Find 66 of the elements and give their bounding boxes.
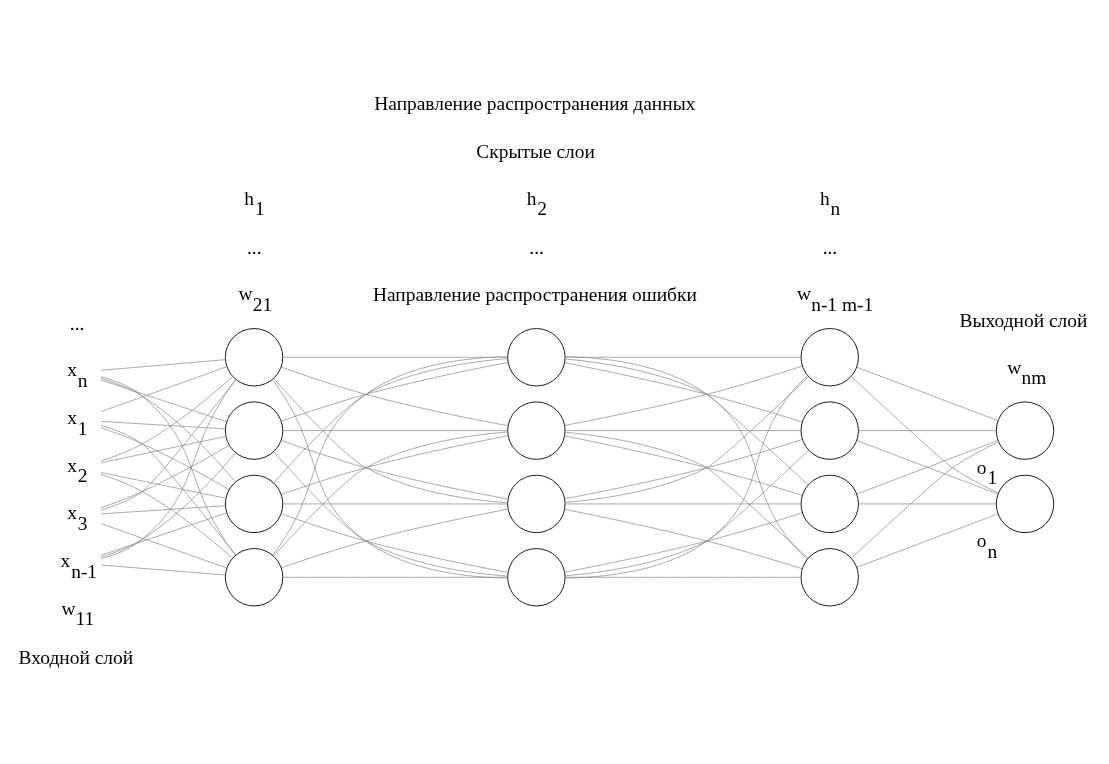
connector: [100, 427, 230, 490]
connector: [564, 376, 809, 503]
connector: [100, 377, 236, 483]
node-circle: [800, 474, 859, 534]
connector: [850, 376, 999, 494]
node-circle: [224, 401, 284, 460]
connector: [100, 379, 237, 511]
label: Выходной слой: [959, 309, 1088, 331]
connector: [273, 358, 508, 484]
label: Скрытые слои: [476, 141, 595, 163]
node-circle: [995, 401, 1055, 460]
connector: [100, 359, 226, 371]
connector: [100, 564, 226, 576]
connector: [565, 356, 808, 560]
connector: [100, 379, 227, 423]
node-circle: [995, 474, 1055, 534]
connector: [282, 356, 508, 358]
label: Направление распространения ошибки: [372, 284, 697, 306]
connector: [564, 449, 809, 577]
connector: [100, 366, 227, 412]
label: ...: [822, 236, 838, 258]
connector: [272, 379, 508, 579]
connector: [858, 503, 997, 505]
connector: [100, 523, 227, 569]
label: Направление распространения данных: [374, 93, 696, 115]
label: ...: [247, 236, 262, 258]
node-circle: [224, 548, 284, 607]
connector: [100, 452, 236, 558]
node-circle: [800, 401, 859, 460]
connector: [273, 451, 508, 577]
connector: [100, 421, 226, 430]
connector: [272, 356, 508, 556]
connector: [100, 472, 227, 499]
connector: [564, 503, 802, 505]
label: Входной слой: [18, 646, 134, 668]
connector: [100, 425, 236, 556]
node-circle: [507, 474, 566, 534]
node-circle: [800, 548, 859, 607]
node-circle: [224, 328, 284, 387]
connector: [100, 436, 227, 464]
connector: [100, 512, 227, 556]
connector: [564, 356, 802, 358]
connector: [564, 430, 802, 431]
connector: [273, 431, 508, 557]
connector: [273, 378, 508, 504]
connector: [856, 366, 999, 421]
node-circle: [507, 548, 566, 607]
node-circle: [507, 401, 566, 460]
node-circle: [224, 474, 284, 534]
connector: [100, 444, 230, 509]
connector: [100, 376, 233, 462]
connector: [282, 430, 508, 431]
connector: [850, 441, 999, 559]
connector: [100, 474, 233, 559]
connector: [856, 440, 999, 495]
label: ...: [69, 312, 85, 334]
connector: [858, 430, 997, 431]
connector: [564, 358, 809, 486]
connector: [100, 505, 226, 515]
connector: [282, 503, 508, 505]
node-circle: [800, 328, 859, 387]
label: ...: [529, 236, 544, 258]
node-circle: [507, 328, 566, 387]
connector: [564, 431, 809, 559]
connector: [856, 513, 999, 568]
connector: [564, 375, 808, 579]
